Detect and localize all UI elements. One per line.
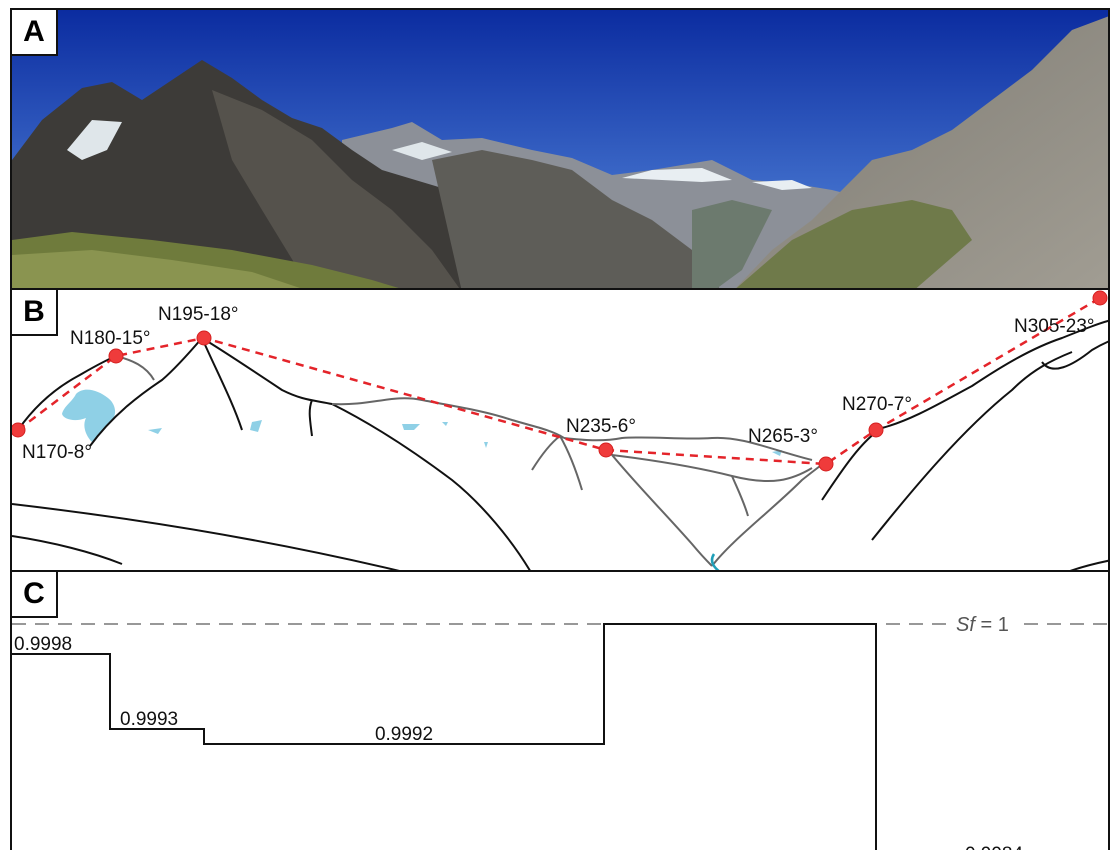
- snow-patch: [622, 168, 732, 182]
- mountain-panorama-photo: [12, 10, 1108, 288]
- ridge-line: [531, 434, 583, 491]
- glacier-patch: [148, 428, 162, 434]
- ridgeline-sketch: N170-8° N180-15° N195-18° N235-6° N265-3…: [12, 290, 1108, 570]
- ridge-line: [201, 337, 243, 431]
- ridge-line: [89, 336, 531, 570]
- valley: [692, 200, 772, 288]
- massif-shadow: [212, 90, 460, 288]
- reference-line-label: Sf = 1: [956, 614, 1009, 636]
- ridge-line: [1041, 340, 1108, 370]
- reference-label-background: [950, 612, 1020, 636]
- panel-c-chart: C Sf = 1 0.9998 0.9993 0.9992 0.9984: [10, 570, 1110, 850]
- ridge-line: [563, 436, 813, 461]
- orientation-marker: [108, 348, 124, 364]
- glacier-patch: [250, 420, 262, 432]
- orientation-marker: [196, 330, 212, 346]
- ridge-line: [711, 459, 829, 567]
- orientation-label: N195-18°: [158, 304, 238, 325]
- glacier-patch: [62, 389, 116, 442]
- ridge-line: [308, 399, 313, 437]
- ridge-line: [607, 449, 713, 567]
- right-slope: [735, 16, 1108, 288]
- panel-b-sketch: B: [10, 288, 1110, 572]
- orientation-marker: [818, 456, 834, 472]
- ridge-line: [331, 397, 565, 439]
- orientation-label: N305-23°: [1014, 316, 1094, 337]
- ridge-line: [17, 355, 117, 431]
- snow-patch: [392, 142, 452, 160]
- ridge-line: [871, 351, 1073, 541]
- orientation-label: N180-15°: [70, 328, 150, 349]
- ridge-lines-grey: [115, 355, 829, 567]
- snow-patch: [752, 180, 812, 190]
- orientation-marker: [598, 442, 614, 458]
- ridge-line: [731, 475, 749, 517]
- glacier-patch: [442, 422, 448, 426]
- panel-b-letter: B: [12, 290, 58, 336]
- ridge-line: [821, 319, 1108, 501]
- glacier-patch: [484, 442, 488, 448]
- reference-label-value: = 1: [975, 614, 1009, 636]
- segment-value-label: 0.9993: [120, 709, 178, 730]
- glacier-patch: [402, 424, 420, 430]
- ridge-line: [12, 535, 123, 565]
- orientation-marker: [1092, 290, 1108, 306]
- segment-value-label: 0.9998: [14, 634, 72, 655]
- ridge-line: [12, 503, 400, 570]
- orientation-label: N270-7°: [842, 394, 912, 415]
- middle-ridge: [432, 150, 720, 288]
- right-vegetation: [736, 200, 972, 288]
- ridge-line: [1069, 559, 1108, 570]
- orientation-label: N170-8°: [22, 442, 92, 463]
- segment-value-label: 0.9984: [965, 844, 1024, 850]
- panel-a-letter: A: [12, 10, 58, 56]
- segment-labels: 0.9998 0.9993 0.9992 0.9984: [14, 634, 1023, 850]
- panel-c-letter: C: [12, 572, 58, 618]
- orientation-label: N235-6°: [566, 416, 636, 437]
- orientation-marker: [868, 422, 884, 438]
- reference-label-symbol: Sf: [956, 614, 977, 636]
- ridge-line: [611, 454, 813, 482]
- snow-patch: [67, 120, 122, 160]
- orientation-marker: [12, 422, 26, 438]
- sf-step-chart: Sf = 1 0.9998 0.9993 0.9992 0.9984: [12, 612, 1108, 850]
- segment-value-label: 0.9992: [375, 724, 433, 745]
- ridge-lines-black: [12, 319, 1108, 570]
- panel-a-photo: A: [10, 8, 1110, 290]
- orientation-markers: [12, 290, 1108, 472]
- foreground-grass-light: [12, 250, 300, 288]
- step-line: [12, 623, 877, 850]
- orientation-label: N265-3°: [748, 426, 818, 447]
- river: [710, 553, 720, 570]
